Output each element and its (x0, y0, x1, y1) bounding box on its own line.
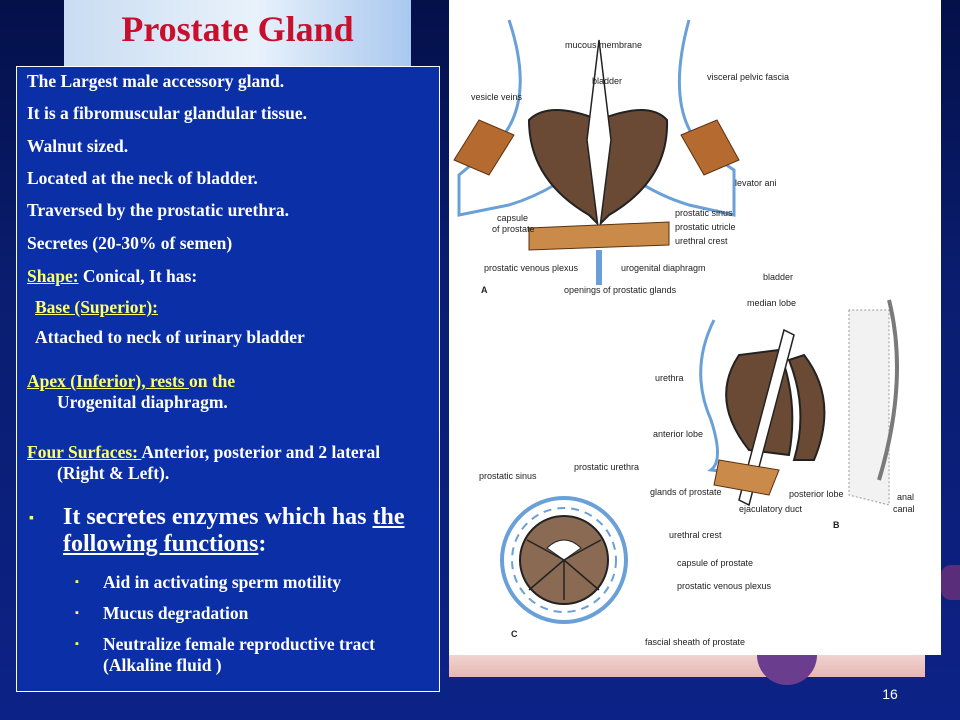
text-line-traversed: Traversed by the prostatic urethra. (27, 200, 289, 220)
prostate-illustration: mucous membrane bladder visceral pelvic … (453, 19, 915, 647)
label-figure-b: B (833, 520, 840, 530)
figure-c: prostatic sinus prostatic urethra glands… (479, 462, 772, 647)
text-line-shape: Shape: Conical, It has: (27, 266, 431, 287)
label-capsule-of-prostate: capsule of prostate (677, 558, 753, 568)
text-line-base: Base (Superior): (35, 297, 431, 318)
anatomy-diagram: mucous membrane bladder visceral pelvic … (449, 0, 941, 655)
text-line-walnut: Walnut sized. (27, 136, 129, 156)
label-mucous-membrane: mucous membrane (565, 40, 642, 50)
shape-rest: Conical, It has: (78, 266, 198, 286)
label-glands-of-prostate: glands of prostate (650, 487, 722, 497)
label-canal: canal (893, 504, 915, 514)
function-item-neutralize: Neutralize female reproductive tract (Al… (103, 634, 375, 675)
label-anal: anal (897, 492, 914, 502)
apex-dot: . (223, 392, 228, 412)
label-urethra: urethra (655, 373, 684, 383)
text-line-secretes: Secretes (20-30% of semen) (27, 233, 233, 253)
label-levator-ani: levator ani (735, 178, 777, 188)
text-line-surfaces: Four Surfaces: Anterior, posterior and 2… (27, 442, 431, 484)
background-photo-strip (449, 655, 925, 677)
background-photo-detail (941, 565, 960, 600)
surfaces-label: Four Surfaces: (27, 442, 142, 462)
enzyme-a: It secretes enzymes which has (63, 504, 373, 530)
enzyme-b: the following functions (63, 504, 405, 557)
label-of-prostate: of prostate (492, 224, 535, 234)
text-line-located: Located at the neck of bladder. (27, 168, 258, 188)
figure-a: mucous membrane bladder visceral pelvic … (453, 19, 789, 295)
apex-on: on the (189, 371, 236, 391)
base-label: Base (Superior): (35, 297, 158, 317)
function-item-mucus: Mucus degradation (103, 603, 249, 623)
slide-title: Prostate Gland (121, 9, 354, 49)
text-line-base-desc: Attached to neck of urinary bladder (35, 327, 305, 347)
text-line-enzymes: It secretes enzymes which has the follow… (63, 504, 431, 558)
label-posterior-lobe: posterior lobe (789, 489, 844, 499)
label-vesicle-veins: vesicle veins (471, 92, 523, 102)
label-figure-c: C (511, 629, 518, 639)
label-urethral-crest-c: urethral crest (669, 530, 722, 540)
label-prostatic-venous-plexus-c: prostatic venous plexus (677, 581, 772, 591)
bullet-small-icon: ▪ (75, 607, 79, 619)
label-figure-a: A (481, 285, 488, 295)
label-prostatic-urethra: prostatic urethra (574, 462, 639, 472)
label-prostatic-utricle: prostatic utricle (675, 222, 736, 232)
label-openings-of-glands: openings of prostatic glands (564, 285, 677, 295)
bullet-small-icon: ▪ (75, 576, 79, 588)
label-prostatic-sinus-a: prostatic sinus (675, 208, 733, 218)
text-line-fibromuscular: It is a fibromuscular glandular tissue. (27, 103, 308, 123)
label-fascial-sheath: fascial sheath of prostate (645, 637, 745, 647)
label-bladder-b: bladder (763, 272, 793, 282)
function-item-motility: Aid in activating sperm motility (103, 572, 342, 592)
apex-rest: Urogenital diaphragm (57, 392, 224, 412)
text-panel: The Largest male accessory gland. It is … (16, 66, 440, 692)
label-prostatic-venous-plexus-a: prostatic venous plexus (484, 263, 579, 273)
shape-label: Shape: (27, 266, 79, 286)
bullet-small-icon: ▪ (75, 638, 79, 650)
bullet-square-icon: ▪ (29, 511, 34, 526)
slide-number: 16 (882, 686, 898, 702)
label-urogenital-diaphragm: urogenital diaphragm (621, 263, 706, 273)
label-median-lobe: median lobe (747, 298, 796, 308)
label-prostatic-sinus-c: prostatic sinus (479, 471, 537, 481)
label-urethral-crest-a: urethral crest (675, 236, 728, 246)
title-box: Prostate Gland (64, 0, 411, 66)
surfaces-rest: Anterior, posterior and 2 lateral (Right… (57, 442, 381, 483)
label-capsule-a: capsule (497, 213, 528, 223)
label-ejaculatory-duct: ejaculatory duct (739, 504, 803, 514)
text-line-largest: The Largest male accessory gland. (27, 71, 285, 91)
label-bladder-a: bladder (592, 76, 622, 86)
label-anterior-lobe: anterior lobe (653, 429, 703, 439)
figure-b: bladder median lobe urethra anterior lob… (653, 272, 915, 530)
enzyme-c: : (258, 531, 267, 557)
apex-label: Apex (Inferior), rests (27, 371, 189, 391)
label-visceral-pelvic-fascia: visceral pelvic fascia (707, 72, 789, 82)
